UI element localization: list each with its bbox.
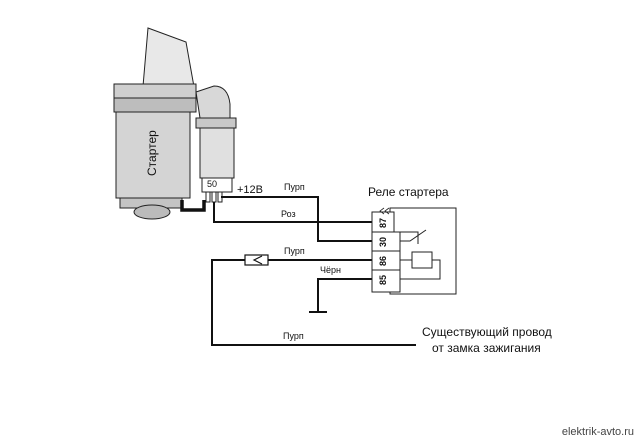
starter-pinion [133, 204, 171, 220]
solenoid-terminal-block [201, 177, 233, 193]
wire-black [317, 278, 374, 312]
plus12-label: +12В [237, 184, 263, 196]
fuse-symbol [244, 254, 269, 266]
relay-body [389, 207, 457, 295]
relay-pin-86: 86 [378, 256, 388, 266]
wire-purple-bottom [211, 259, 416, 346]
terminal-50-label: 50 [207, 179, 217, 189]
wire-label-purple-mid: Пурп [284, 246, 305, 256]
relay-title: Реле стартера [368, 185, 449, 199]
solenoid-neck [195, 85, 231, 119]
existing-wire-line2: от замка зажигания [432, 341, 541, 355]
terminal-prong [205, 191, 211, 203]
wire-purple-top [221, 196, 374, 242]
existing-wire-line1: Существующий провод [422, 325, 552, 339]
starter-motor [113, 27, 237, 220]
relay-pin-85: 85 [378, 275, 388, 285]
wire-pink [213, 202, 374, 223]
solenoid-ring [195, 117, 237, 129]
wire-label-black: Чёрн [320, 265, 341, 275]
solenoid-body [199, 127, 235, 179]
starter-shoulder [113, 97, 197, 113]
relay-arrow-mark [384, 207, 390, 215]
relay-switch-arm [400, 229, 427, 242]
starter-body [115, 111, 191, 199]
terminal-prong [211, 191, 217, 203]
starter-ground-link [180, 200, 206, 212]
relay-coil [411, 251, 433, 269]
relay-pin-87: 87 [378, 218, 388, 228]
relay-pin-30: 30 [378, 237, 388, 247]
wire-label-purple-bottom: Пурп [283, 331, 304, 341]
starter-top-cap [113, 83, 197, 99]
relay [371, 207, 457, 295]
wire-label-pink: Роз [281, 209, 296, 219]
watermark: elektrik-avto.ru [561, 426, 634, 438]
relay-contact-87 [400, 231, 419, 244]
relay-arrow-mark [379, 207, 385, 215]
starter-label: Стартер [145, 130, 159, 176]
wire-label-purple-top: Пурп [284, 182, 305, 192]
